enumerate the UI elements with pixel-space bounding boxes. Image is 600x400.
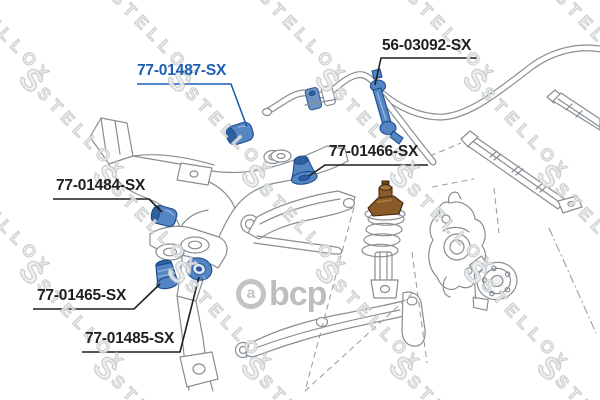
rear-subframe-drawing bbox=[89, 117, 349, 392]
bushing-front-subframe-part[interactable] bbox=[149, 204, 178, 228]
part-label-cone-bushing: 77-01466-SX bbox=[329, 143, 419, 160]
side-rail-drawing bbox=[460, 130, 583, 214]
part-label-rear-bushing: 77-01465-SX bbox=[37, 287, 127, 304]
bushing-rear-subframe-part[interactable] bbox=[152, 258, 180, 290]
part-label-stabilizer-link: 56-03092-SX bbox=[382, 37, 472, 54]
trailing-arm-drawing bbox=[234, 291, 426, 359]
side-rail-corner-drawing bbox=[546, 89, 600, 131]
part-label-round-bushing: 77-01485-SX bbox=[85, 330, 175, 347]
strut-top-mount-part bbox=[367, 180, 404, 217]
stabilizer-clamp bbox=[304, 85, 339, 111]
projection-guides bbox=[304, 142, 597, 392]
part-label-front-bushing: 77-01484-SX bbox=[56, 177, 146, 194]
part-label-selected[interactable]: 77-01487-SX bbox=[137, 62, 227, 79]
bushing-round-part[interactable] bbox=[183, 255, 215, 284]
stabilizer-bar-drawing bbox=[261, 44, 600, 166]
bushing-upper-arm-part[interactable] bbox=[224, 120, 255, 146]
lower-control-arm-drawing bbox=[240, 190, 356, 255]
leader-lines bbox=[33, 57, 477, 353]
spring-strut-drawing bbox=[361, 180, 406, 299]
wheel-hub-drawing bbox=[468, 255, 518, 311]
